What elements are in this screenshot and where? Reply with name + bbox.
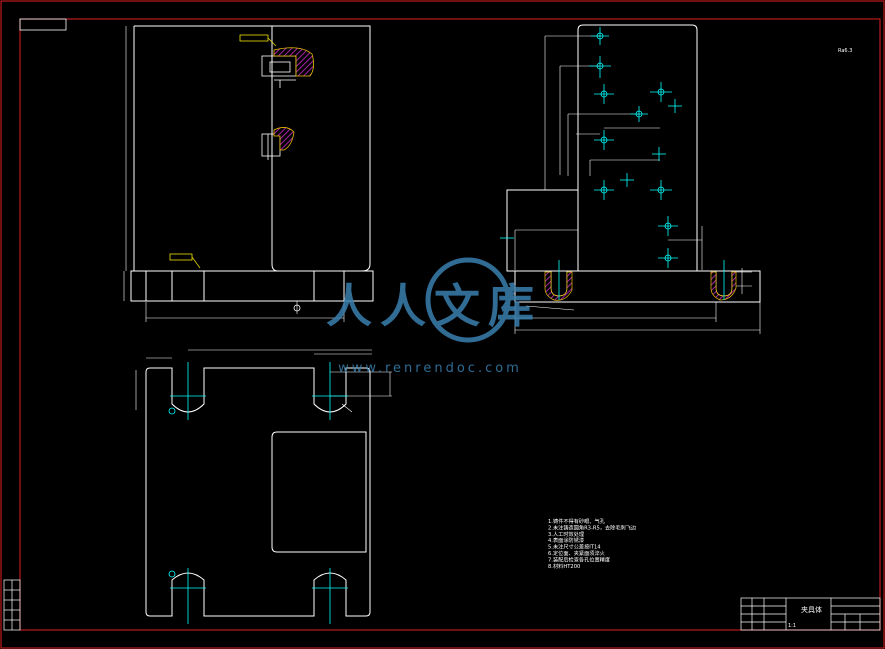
watermark-url: www.renrendoc.com [338,361,522,376]
roughness-note: Ra6.3 [838,48,852,54]
top-view [135,349,392,617]
side-view-slot-hatch [544,271,737,301]
section-hatch-upper [273,47,314,77]
callout-tag-top [239,34,277,47]
drawing-name: 夹具体 [801,605,822,614]
front-view [123,25,374,322]
tech-requirement-line: 5.未注尺寸公差按IT14 [548,543,601,551]
watermark: 人人文库 www.renrendoc.com [326,257,542,376]
top-view-centerlines [168,362,348,624]
tech-requirement-line: 1.铸件不得有砂眼、气孔 [548,517,606,525]
tech-requirement-line: 4.表面涂防锈漆 [548,536,584,544]
callout-tag-bottom [169,253,201,269]
watermark-brand: 人人文库 [326,279,542,333]
watermark-logo-ring [425,257,511,343]
tech-requirements: 1.铸件不得有砂眼、气孔2.未注铸造圆角R3-R5，去除毛刺飞边3.人工时效处理… [548,517,637,570]
title-block [740,597,881,631]
tech-requirement-line: 6.定位面、夹紧面须淬火 [548,549,605,557]
section-hatch-lower [273,127,295,151]
tech-requirement-line: 8.材料HT200 [548,562,580,570]
tech-requirement-line: 3.人工时效处理 [548,530,585,538]
drawing-scale: 1:1 [788,623,796,629]
tech-requirement-line: 2.未注铸造圆角R3-R5，去除毛刺飞边 [548,523,637,531]
side-view-hole-centers [500,27,725,300]
side-stamp-table [3,579,21,631]
tech-requirement-line: 7.装配后检查各孔位置精度 [548,555,610,563]
